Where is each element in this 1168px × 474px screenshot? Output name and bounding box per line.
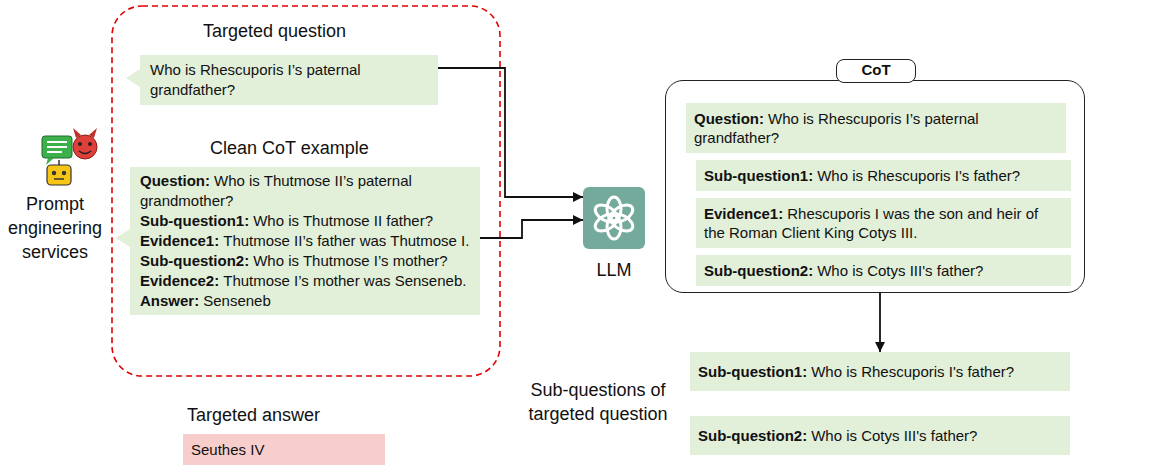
text-line: Question:Who is Rhescuporis I’s paternal…	[694, 109, 1058, 147]
text-line: Sub-question2:Who is Cotys III's father?	[698, 426, 1062, 445]
field-label: Evidence2:	[140, 272, 219, 289]
node-box: Clean CoT exampleQuestion:Who is Thutmos…	[130, 137, 480, 315]
free-label: Prompt engineering services	[2, 192, 108, 264]
field-label: Sub-question2:	[698, 427, 807, 444]
field-label: Sub-question1:	[704, 167, 813, 184]
field-label: Sub-question2:	[704, 262, 813, 279]
connector-arrow	[480, 220, 583, 238]
text-box: Sub-question2:Who is Cotys III's father?	[696, 255, 1071, 286]
box-heading: Targeted answer	[187, 404, 385, 426]
free-label: Sub-questions of targeted question	[516, 378, 680, 426]
box-heading: Targeted question	[203, 20, 438, 42]
field-value: Who is Cotys III's father?	[811, 427, 977, 444]
field-value: Senseneb	[203, 292, 271, 309]
text-box: Who is Rhescuporis I’s paternal grandfat…	[140, 55, 438, 105]
node-box: LLM	[572, 186, 656, 281]
text-line: Sub-question1:Who is Rhescuporis I's fat…	[698, 362, 1062, 381]
text-line: Evidence2:Thutmose I’s mother was Sensen…	[140, 271, 470, 291]
box-heading: Clean CoT example	[210, 137, 480, 159]
field-label: Evidence1:	[704, 205, 783, 222]
field-value: Who is Thutmose I’s mother?	[253, 252, 448, 269]
field-value: Who is Thutmose II father?	[253, 212, 433, 229]
text-line: Answer:Senseneb	[140, 291, 470, 311]
node-box: Targeted questionWho is Rhescuporis I’s …	[140, 20, 438, 105]
text-box: Sub-question1:Who is Rhescuporis I's fat…	[696, 160, 1071, 191]
field-label: Evidence1:	[140, 232, 219, 249]
field-label: Sub-question2:	[140, 252, 249, 269]
field-value: Who is Rhescuporis I's father?	[817, 167, 1020, 184]
text-box: Question:Who is Thutmose II’s paternal g…	[130, 167, 480, 315]
field-label: Question:	[694, 110, 764, 127]
field-label: Sub-question1:	[698, 363, 807, 380]
text-line: Question:Who is Thutmose II’s paternal g…	[140, 171, 470, 211]
text-line: Sub-question1:Who is Thutmose II father?	[140, 211, 470, 231]
field-label: Sub-question1:	[140, 212, 249, 229]
field-value: Thutmose II’s father was Thutmose I.	[223, 232, 469, 249]
llm-icon	[583, 187, 645, 249]
text-line: Evidence1:Rhescuporis I was the son and …	[704, 204, 1063, 242]
text-box: Question:Who is Rhescuporis I’s paternal…	[686, 103, 1066, 153]
field-value: Who is Rhescuporis I's father?	[811, 363, 1014, 380]
text-box: Sub-question1:Who is Rhescuporis I's fat…	[690, 352, 1070, 391]
text-line: Sub-question1:Who is Rhescuporis I's fat…	[704, 166, 1063, 185]
icon-label: LLM	[572, 259, 656, 281]
dashed-region	[112, 6, 500, 376]
text-line: Sub-question2:Who is Cotys III's father?	[704, 261, 1063, 280]
field-value: Thutmose I’s mother was Senseneb.	[223, 272, 466, 289]
field-label: Question:	[140, 172, 210, 189]
text-line: Sub-question2:Who is Thutmose I’s mother…	[140, 251, 470, 271]
text-box: Evidence1:Rhescuporis I was the son and …	[696, 198, 1071, 248]
frame-tab: CoT	[836, 59, 916, 83]
connector-arrow	[879, 293, 881, 352]
field-value: Who is Cotys III's father?	[817, 262, 983, 279]
text-line: Evidence1:Thutmose II’s father was Thutm…	[140, 231, 470, 251]
text-box: Sub-question2:Who is Cotys III's father?	[690, 416, 1070, 455]
text-box: Seuthes IV	[183, 434, 385, 465]
cot-frame: CoTQuestion:Who is Rhescuporis I’s pater…	[665, 80, 1085, 293]
prompt-service-icon	[42, 128, 97, 185]
node-box: Targeted answerSeuthes IV	[183, 404, 385, 465]
field-label: Answer:	[140, 292, 199, 309]
box-text: Seuthes IV	[191, 440, 377, 459]
box-text: Who is Rhescuporis I’s paternal grandfat…	[150, 60, 428, 100]
